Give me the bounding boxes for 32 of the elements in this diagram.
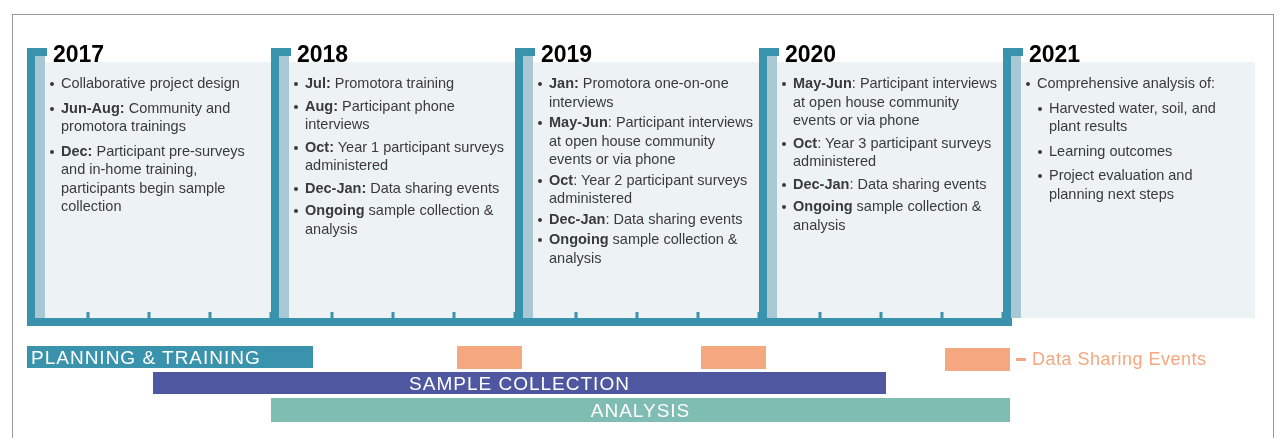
bullet-text: Oct: Year 2 participant surveys administered bbox=[549, 171, 748, 206]
year-heading: 2017 bbox=[53, 40, 105, 68]
phase-bar: PLANNING & TRAINING bbox=[27, 346, 313, 368]
bullet-text: Jun-Aug: Community and promotora trainings bbox=[61, 99, 231, 134]
bullet-text: Dec-Jan: Data sharing events bbox=[793, 175, 987, 192]
year-heading: 2019 bbox=[541, 40, 593, 68]
bullet-text: Ongoing sample collection & analysis bbox=[549, 231, 738, 266]
bullet-text: Project evaluation and planning next steps bbox=[1049, 167, 1193, 202]
bullet-text: Ongoing sample collection & analysis bbox=[305, 202, 494, 237]
bullet-text: May-Jun: Participant interviews at open house community events or via phone bbox=[549, 114, 753, 167]
bullet-text: Dec: Participant pre-surveys and in-home training, participants begin sample collection bbox=[61, 142, 245, 214]
year-heading: 2020 bbox=[785, 40, 837, 68]
bullet-text: Jan: Promotora one-on-one interviews bbox=[549, 75, 729, 110]
bullet-text: Aug: Participant phone interviews bbox=[305, 97, 455, 132]
bullet-text: Jul: Promotora training bbox=[305, 75, 455, 91]
event-bar bbox=[701, 346, 766, 369]
bullet-text: Oct: Year 3 participant surveys administered bbox=[793, 134, 992, 169]
phase-bar: SAMPLE COLLECTION bbox=[153, 372, 886, 394]
bullet-text: Dec-Jan: Data sharing events bbox=[549, 210, 743, 227]
event-bar bbox=[457, 346, 522, 369]
bullet-text: Ongoing sample collection & analysis bbox=[793, 198, 982, 233]
bullet-text: Collaborative project design bbox=[61, 75, 240, 91]
bullet-text: Learning outcomes bbox=[1049, 142, 1173, 159]
year-heading: 2018 bbox=[297, 40, 349, 68]
year-heading: 2021 bbox=[1029, 40, 1081, 68]
bullet-text: May-Jun: Participant interviews at open house community events or via phone bbox=[793, 75, 997, 128]
bullet-text: Comprehensive analysis of: bbox=[1037, 75, 1216, 91]
bullet-text: Oct: Year 1 participant surveys administered bbox=[305, 138, 505, 173]
bullet-text: Harvested water, soil, and plant results bbox=[1049, 99, 1216, 134]
bullet-text: Dec-Jan: Data sharing events bbox=[305, 179, 500, 196]
legend-label: Data Sharing Events bbox=[1032, 348, 1207, 371]
phase-bar: ANALYSIS bbox=[271, 398, 1010, 422]
